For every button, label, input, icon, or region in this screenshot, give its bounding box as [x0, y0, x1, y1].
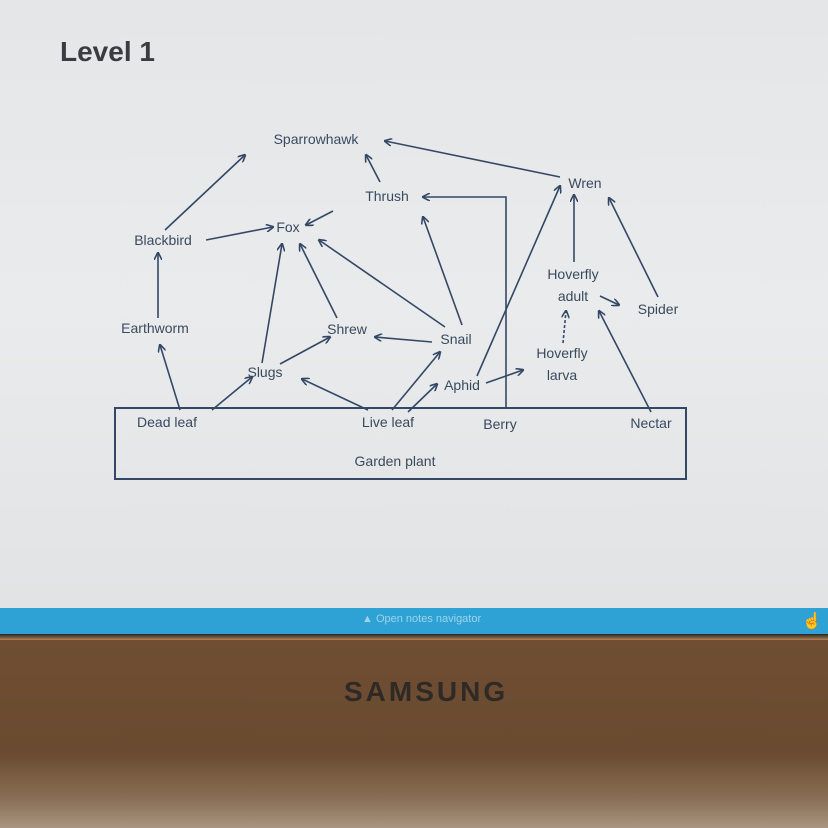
- open-notes-navigator-button[interactable]: ▲ Open notes navigator: [362, 613, 481, 625]
- node-dead-leaf: Dead leaf: [137, 414, 197, 430]
- node-slugs: Slugs: [247, 364, 282, 380]
- node-hoverfly-larva-line1: Hoverfly: [536, 345, 587, 361]
- arrow-snail-to-thrush: [423, 217, 463, 326]
- garden-plant-box: [114, 407, 687, 480]
- node-earthworm: Earthworm: [121, 320, 189, 336]
- hand-cursor-icon: ☝: [802, 613, 822, 630]
- node-nectar: Nectar: [630, 415, 672, 431]
- node-fox: Fox: [276, 219, 299, 235]
- arrow-thrush-to-fox: [306, 210, 334, 225]
- arrow-dead-leaf-to-earthworm: [160, 345, 181, 411]
- arrow-blackbird-to-sparrowhawk: [164, 155, 245, 231]
- arrow-wren-to-sparrowhawk: [385, 141, 561, 178]
- node-blackbird: Blackbird: [134, 232, 192, 248]
- arrow-berry-to-thrush: [423, 197, 507, 408]
- node-hoverfly-larva-line2: larva: [547, 367, 578, 383]
- node-spider: Spider: [638, 301, 679, 317]
- arrow-aphid-to-hoverfly-larva: [485, 370, 523, 384]
- arrow-snail-to-shrew: [375, 337, 433, 343]
- arrow-live-leaf-to-slugs: [302, 379, 369, 411]
- node-thrush: Thrush: [365, 188, 409, 204]
- arrow-nectar-to-hoverfly-adult: [599, 311, 652, 413]
- node-aphid: Aphid: [444, 377, 480, 393]
- arrow-dead-leaf-to-slugs: [211, 377, 252, 411]
- arrow-live-leaf-to-aphid: [407, 384, 437, 413]
- node-snail: Snail: [440, 331, 471, 347]
- page-title: Level 1: [60, 36, 155, 67]
- node-berry: Berry: [483, 416, 516, 432]
- node-hoverfly-adult-line1: Hoverfly: [547, 266, 598, 282]
- arrow-spider-to-wren: [609, 198, 659, 298]
- node-sparrowhawk: Sparrowhawk: [274, 131, 360, 147]
- node-shrew: Shrew: [327, 321, 368, 337]
- screen: Level 1 Garden plant Sparrowhawk Thrush …: [0, 0, 828, 608]
- brand-logo: SAMSUNG: [344, 676, 509, 707]
- node-garden-plant: Garden plant: [355, 453, 436, 469]
- arrow-hoverfly-adult-to-spider: [599, 295, 619, 305]
- open-notes-navigator-label: Open notes navigator: [375, 613, 482, 625]
- arrow-slugs-to-shrew: [279, 337, 330, 365]
- arrow-thrush-to-sparrowhawk: [366, 155, 381, 183]
- arrow-live-leaf-to-snail: [391, 352, 440, 411]
- arrow-shrew-to-fox: [300, 244, 338, 319]
- arrow-snail-to-fox: [319, 240, 446, 328]
- bezel-edge: [0, 634, 828, 640]
- monitor-bezel: [0, 640, 828, 828]
- arrow-blackbird-to-fox: [205, 227, 273, 241]
- food-web-diagram: Garden plant Sparrowhawk Thrush Wren Fox…: [114, 131, 687, 480]
- node-live-leaf: Live leaf: [362, 414, 414, 430]
- arrow-hoverfly-larva-to-hoverfly-adult: [563, 311, 566, 344]
- arrow-aphid-to-wren: [476, 186, 560, 377]
- triangle-up-icon: ▲: [362, 613, 376, 625]
- node-wren: Wren: [568, 175, 601, 191]
- node-hoverfly-adult-line2: adult: [558, 288, 588, 304]
- arrow-slugs-to-fox: [261, 244, 282, 364]
- notes-navigator-bar[interactable]: ▲ Open notes navigator ☝: [0, 608, 828, 634]
